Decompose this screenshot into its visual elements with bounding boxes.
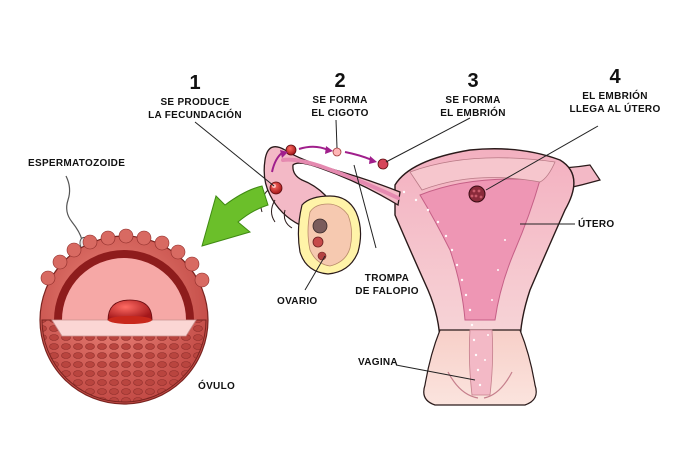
step-2-line1: SE FORMA (312, 95, 368, 106)
sperm-label: ESPERMATOZOIDE (28, 158, 126, 169)
step-4-line2: LLEGA AL ÚTERO (569, 104, 661, 115)
step-2-line2: EL CIGOTO (311, 108, 369, 119)
step-2-number: 2 (334, 70, 346, 92)
step-1-line2: LA FECUNDACIÓN (148, 110, 242, 121)
stage3-cell (377, 158, 389, 170)
tube-line2: DE FALOPIO (355, 286, 419, 297)
step-1-label: SE PRODUCE LA FECUNDACIÓN (140, 96, 250, 122)
uterus-label: ÚTERO (578, 219, 615, 230)
ovum-nucleus (107, 299, 153, 321)
green-arrow (201, 185, 269, 247)
uterus-illustration (318, 148, 601, 406)
vagina-label: VAGINA (358, 357, 398, 368)
step-1-line1: SE PRODUCE (160, 97, 230, 108)
step-3-label: SE FORMA EL EMBRIÓN (428, 94, 518, 120)
step-3-line2: EL EMBRIÓN (440, 108, 506, 119)
stage4-embryo (468, 185, 486, 203)
step-3-number: 3 (467, 70, 479, 92)
stage2-cell (285, 144, 297, 156)
step-4-line1: EL EMBRIÓN (582, 91, 648, 102)
step-3-line1: SE FORMA (445, 95, 501, 106)
fallopian-tube-label: TROMPA DE FALOPIO (350, 272, 424, 298)
ovum-illustration (39, 228, 210, 405)
ovum-label: ÓVULO (198, 381, 236, 392)
step-1-number: 1 (189, 72, 201, 94)
ovary-label: OVARIO (277, 296, 318, 307)
tube-line1: TROMPA (364, 273, 410, 284)
step-4-number: 4 (609, 66, 621, 88)
leader-lines (194, 117, 599, 381)
step-2-label: SE FORMA EL CIGOTO (300, 94, 380, 120)
stage-cells (269, 144, 486, 203)
vaginal-canal (468, 329, 494, 396)
step-4-label: EL EMBRIÓN LLEGA AL ÚTERO (560, 90, 670, 116)
ovary (297, 195, 362, 275)
